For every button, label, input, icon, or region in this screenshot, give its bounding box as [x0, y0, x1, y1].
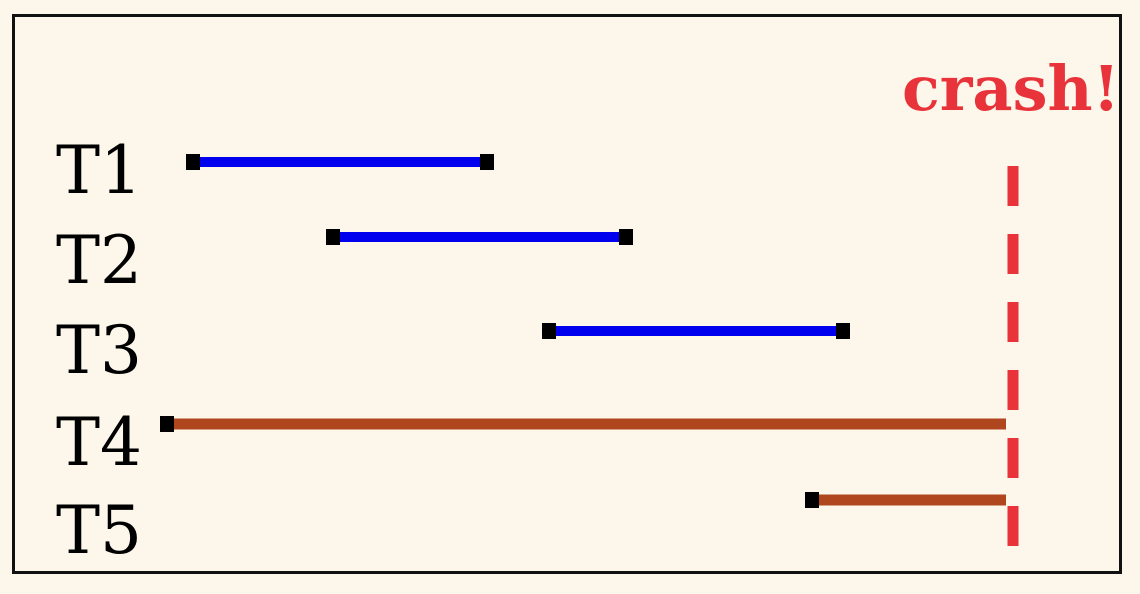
txn-label-t2: T2 [56, 222, 142, 299]
txn-end-marker-t3 [836, 323, 850, 339]
crash-label: crash! [902, 52, 1120, 125]
diagram-frame [12, 14, 1122, 574]
txn-end-marker-t1 [480, 154, 494, 170]
txn-start-marker-t5 [805, 492, 819, 508]
txn-start-marker-t4 [160, 416, 174, 432]
txn-start-marker-t1 [186, 154, 200, 170]
txn-label-t3: T3 [56, 312, 142, 389]
txn-start-marker-t3 [542, 323, 556, 339]
txn-label-t5: T5 [56, 492, 142, 569]
txn-label-t4: T4 [56, 404, 142, 481]
txn-end-marker-t2 [619, 229, 633, 245]
txn-label-t1: T1 [56, 132, 142, 209]
txn-start-marker-t2 [326, 229, 340, 245]
